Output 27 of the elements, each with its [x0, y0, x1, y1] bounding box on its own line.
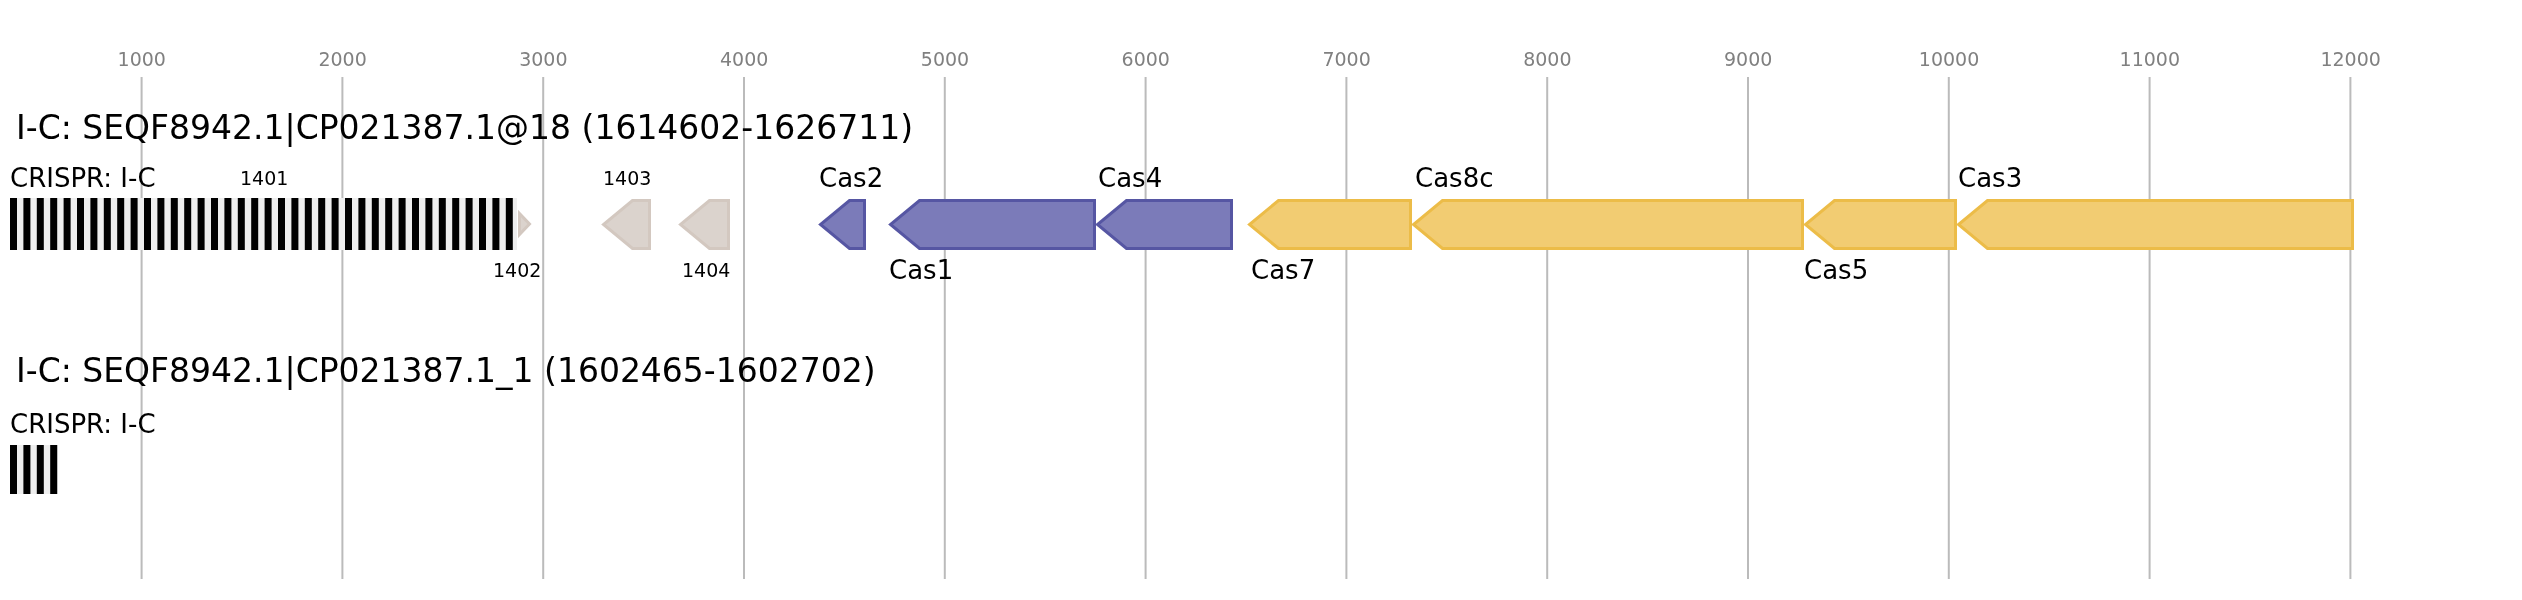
axis-tick-label: 5000 — [920, 49, 970, 71]
track-title: I-C: SEQF8942.1|CP021387.1_1 (1602465-1602702) — [16, 352, 876, 390]
gene-label: 1404 — [682, 260, 731, 282]
axis-tick-label: 1000 — [117, 49, 166, 71]
gene-label: Cas1 — [889, 256, 954, 286]
gene-label: Cas3 — [1958, 164, 2023, 194]
gene-label: Cas5 — [1804, 256, 1869, 286]
gene-label: CRISPR: I-C — [10, 410, 156, 440]
gene-label: CRISPR: I-C — [10, 164, 156, 194]
gene-label: Cas2 — [819, 164, 884, 194]
axis-tick-label: 2000 — [318, 49, 367, 71]
axis-tick-label: 9000 — [1724, 49, 1773, 71]
track-title: I-C: SEQF8942.1|CP021387.1@18 (1614602-1626711) — [16, 109, 914, 147]
gene-label: Cas4 — [1098, 164, 1163, 194]
axis-tick-label: 7000 — [1322, 49, 1371, 71]
axis-tick-label: 8000 — [1523, 49, 1572, 71]
gene-number: 1401 — [240, 168, 289, 190]
gene-label: Cas8c — [1415, 164, 1494, 194]
gene-label: 1402 — [493, 260, 542, 282]
axis-tick-label: 12000 — [2320, 49, 2381, 71]
gene-label: Cas7 — [1251, 256, 1316, 286]
axis-tick-label: 10000 — [1918, 49, 1980, 71]
axis-tick-label: 11000 — [2119, 49, 2181, 71]
axis-tick-label: 3000 — [519, 49, 568, 71]
axis-tick-label: 6000 — [1121, 49, 1170, 71]
gene-label: 1403 — [603, 168, 652, 190]
axis-tick-label: 4000 — [720, 49, 769, 71]
